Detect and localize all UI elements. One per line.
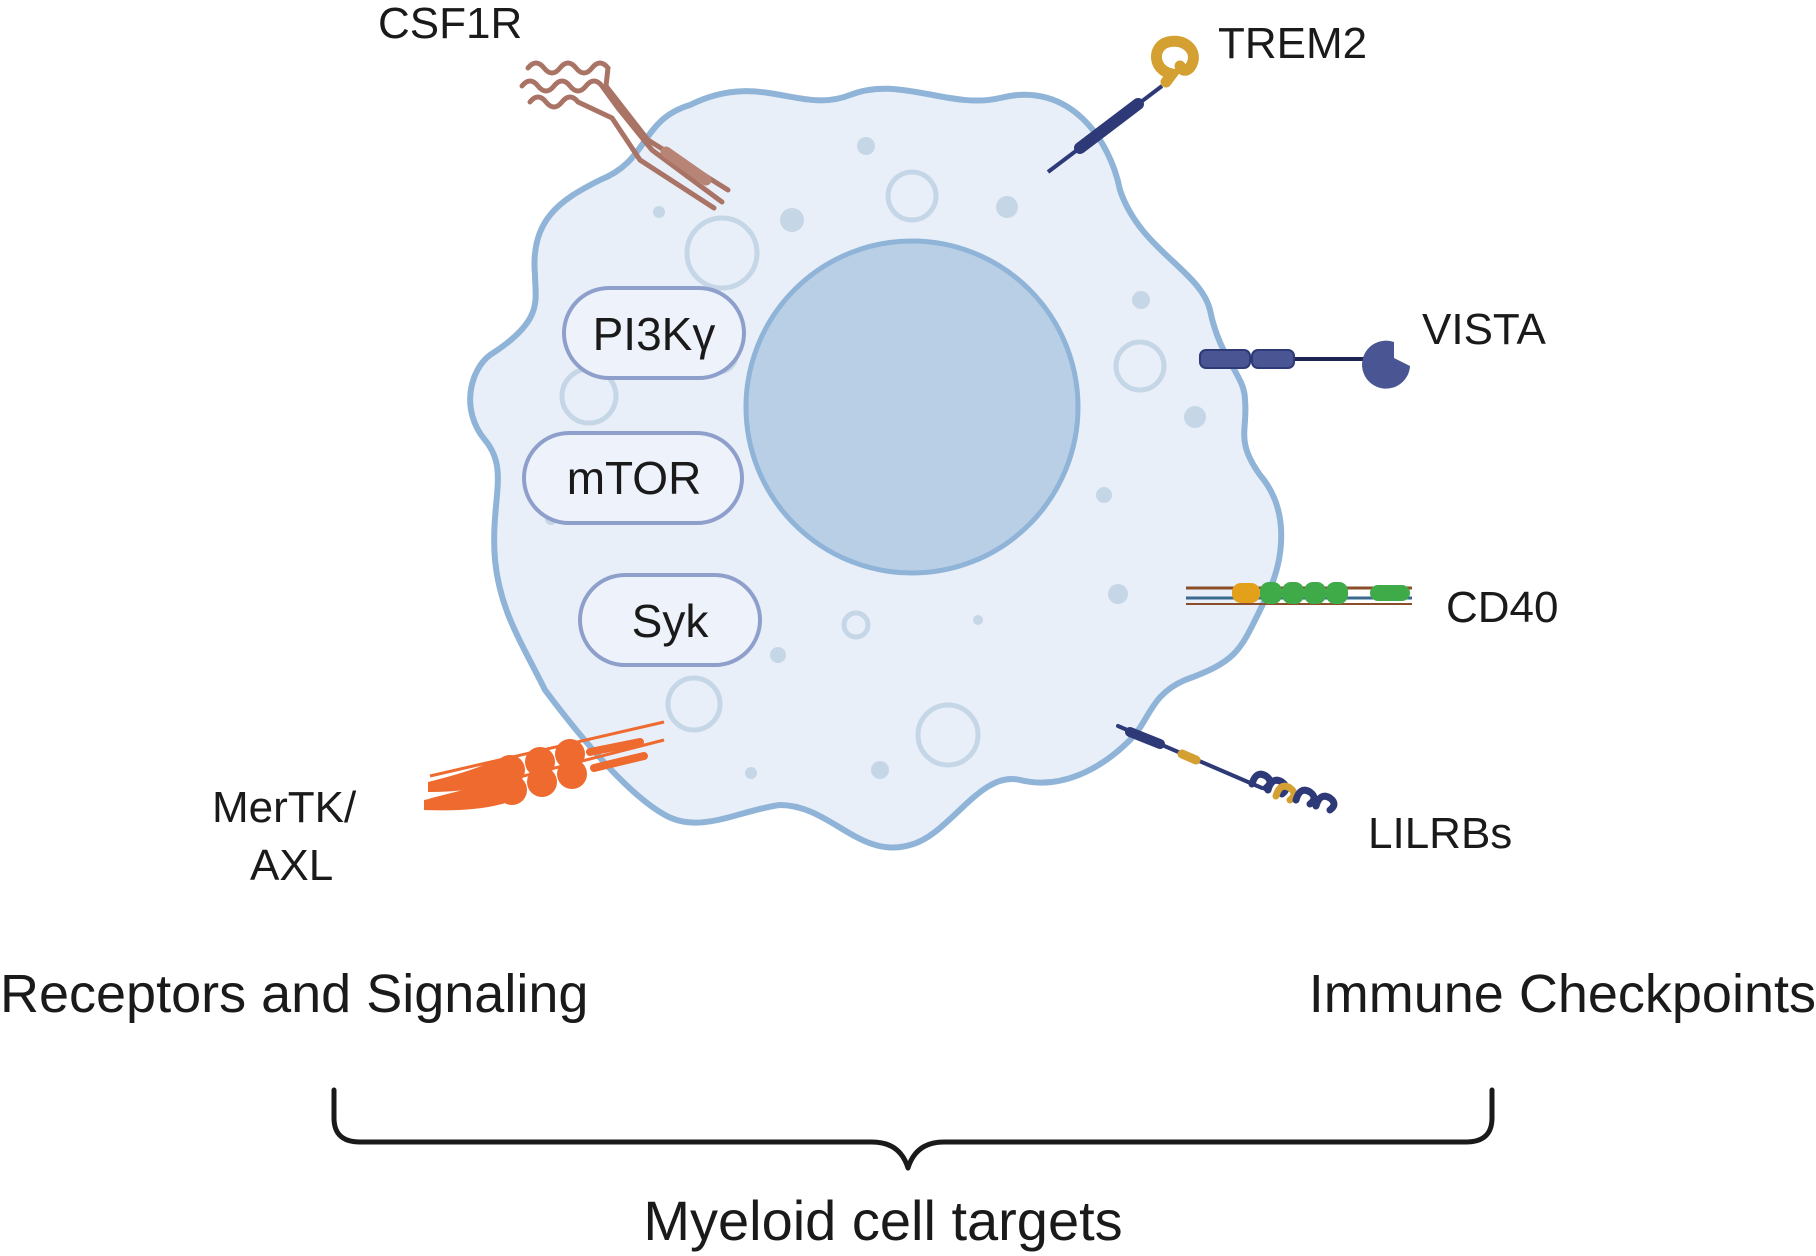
pi3k-label: PI3Kγ — [593, 308, 716, 360]
vesicles — [559, 169, 1167, 768]
vista-label: VISTA — [1422, 305, 1547, 354]
mtor-pill: mTOR — [522, 431, 744, 525]
curly-brace — [331, 1087, 1495, 1171]
vesicle-dots — [545, 137, 1206, 779]
immune-checkpoints-label: Immune Checkpoints — [1309, 964, 1816, 1024]
vista-receptor — [1199, 340, 1410, 389]
mertk-label-line2: AXL — [250, 841, 333, 890]
syk-pill: Syk — [578, 573, 762, 667]
lilrbs-label: LILRBs — [1368, 809, 1512, 858]
csf1r-label: CSF1R — [378, 0, 522, 48]
trem2-receptor — [1046, 35, 1199, 174]
main-title: Myeloid cell targets — [643, 1189, 1122, 1252]
cd40-receptor — [1186, 582, 1412, 605]
mertk-axl-receptor — [424, 720, 665, 811]
trem2-label: TREM2 — [1218, 19, 1367, 68]
mtor-label: mTOR — [567, 452, 702, 504]
nucleus — [743, 238, 1081, 576]
receptors-signaling-label: Receptors and Signaling — [0, 964, 588, 1024]
syk-label: Syk — [632, 595, 710, 647]
csf1r-receptor — [519, 60, 731, 211]
cd40-label: CD40 — [1446, 583, 1559, 632]
mertk-label-line1: MerTK/ — [212, 783, 357, 832]
pi3k-pill: PI3Kγ — [562, 286, 746, 380]
lilrbs-receptor — [1116, 724, 1338, 814]
